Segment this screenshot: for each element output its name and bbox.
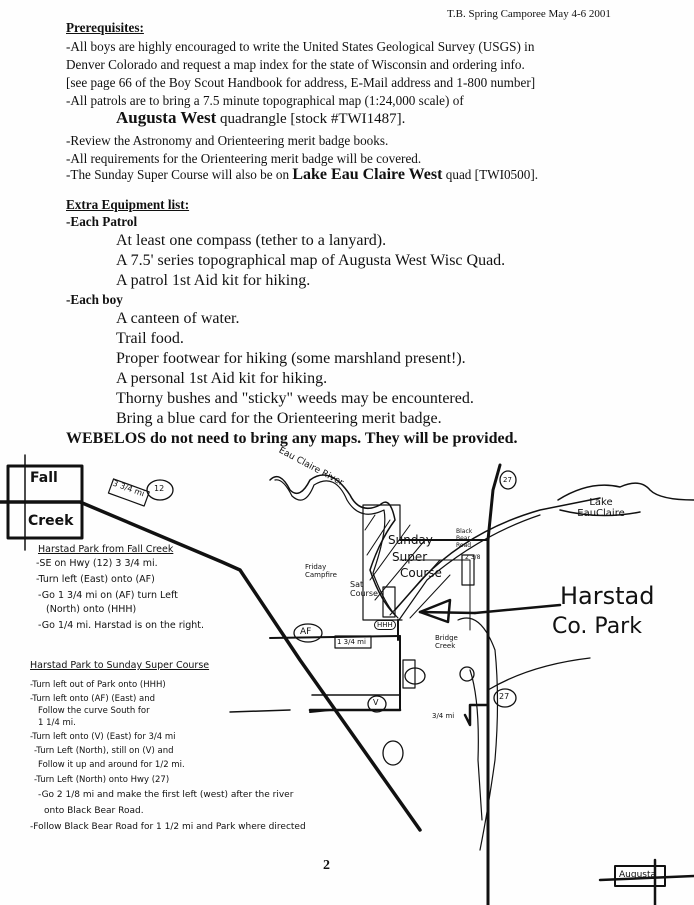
patrol-label: -Each Patrol bbox=[66, 214, 138, 229]
prereq-line: -All requirements for the Orienteering m… bbox=[66, 151, 422, 166]
directions2-step: -Turn left onto (V) (East) for 3/4 mi bbox=[30, 732, 176, 742]
header-title: T.B. Spring Camporee May 4-6 2001 bbox=[447, 8, 611, 20]
map-creek-label: Creek bbox=[28, 513, 74, 529]
directions1-step: (North) onto (HHH) bbox=[46, 604, 137, 615]
bridge-creek bbox=[457, 617, 499, 851]
directions1-step: -Go 1 3/4 mi on (AF) turn Left bbox=[38, 590, 178, 601]
map-27-distance: 2 3/8 bbox=[465, 554, 481, 561]
map-lake-label: Lake EauClaire bbox=[577, 497, 625, 519]
map-sat-course: Sat Course bbox=[350, 580, 378, 598]
map-hhh-label: HHH bbox=[374, 620, 396, 630]
sunday-pre: -The Sunday Super Course will also be on bbox=[66, 167, 293, 182]
hwy-12-shield bbox=[146, 479, 174, 501]
directions2-step: Follow the curve South for bbox=[38, 706, 150, 716]
map-af-distance: 1 3/4 mi bbox=[337, 638, 366, 646]
harstad-arrow bbox=[418, 610, 477, 615]
equipment-heading: Extra Equipment list: bbox=[66, 197, 190, 212]
map-fall-label: Fall bbox=[30, 470, 58, 486]
boy-item: Trail food. bbox=[116, 330, 184, 347]
patrol-item: A patrol 1st Aid kit for hiking. bbox=[116, 272, 311, 289]
boy-label: -Each boy bbox=[66, 292, 123, 307]
patrol-item: A 7.5' series topographical map of Augus… bbox=[116, 252, 506, 269]
sunday-quad: Lake Eau Claire West bbox=[292, 166, 443, 183]
map-harstad-label: Harstad bbox=[560, 582, 655, 610]
map-friday-campfire: Friday Campfire bbox=[305, 563, 337, 579]
map-copark-label: Co. Park bbox=[552, 614, 642, 639]
boy-item: A personal 1st Aid kit for hiking. bbox=[116, 370, 328, 387]
af-circle bbox=[293, 623, 323, 643]
map-hwy12-label: 12 bbox=[154, 484, 165, 493]
prereq-line: -All patrols are to bring a 7.5 minute t… bbox=[66, 93, 464, 108]
directions2-step: -Follow Black Bear Road for 1 1/2 mi and… bbox=[30, 822, 306, 832]
patrol-item: At least one compass (tether to a lanyar… bbox=[116, 232, 387, 249]
prereq-line: [see page 66 of the Boy Scout Handbook f… bbox=[66, 75, 536, 90]
boy-item: A canteen of water. bbox=[116, 310, 240, 327]
directions2-step: Follow it up and around for 1/2 mi. bbox=[38, 760, 185, 770]
map-course: Course bbox=[400, 566, 442, 580]
directions2-step: -Turn Left (North) onto Hwy (27) bbox=[34, 775, 170, 785]
prereq-line: Denver Colorado and request a map index … bbox=[66, 57, 525, 72]
directions2-step: -Go 2 1/8 mi and make the first left (we… bbox=[38, 790, 294, 800]
map-hwy27-label: 27 bbox=[499, 692, 510, 701]
prereq-line: -All boys are highly encouraged to write… bbox=[66, 39, 535, 54]
directions2-step: 1 1/4 mi. bbox=[38, 718, 76, 728]
webelos-note: WEBELOS do not need to bring any maps. T… bbox=[66, 430, 518, 447]
directions2-step: onto Black Bear Road. bbox=[44, 806, 144, 816]
directions2-title: Harstad Park to Sunday Super Course bbox=[30, 660, 210, 671]
map-super: Super bbox=[392, 550, 428, 564]
page-number: 2 bbox=[323, 858, 330, 873]
directions1-step: -Turn left (East) onto (AF) bbox=[36, 574, 155, 585]
map-v-label: V bbox=[373, 698, 379, 707]
sunday-post: quad [TWI0500]. bbox=[442, 167, 539, 182]
prerequisites-heading: Prerequisites: bbox=[66, 20, 144, 35]
directions1-step: -Go 1/4 mi. Harstad is on the right. bbox=[38, 620, 205, 631]
hwy-12-road bbox=[0, 500, 422, 832]
directions2-step: -Turn left out of Park onto (HHH) bbox=[30, 680, 166, 690]
directions1-title: Harstad Park from Fall Creek bbox=[38, 544, 174, 555]
directions2-step: -Turn left onto (AF) (East) and bbox=[30, 694, 156, 704]
sunday-line: -The Sunday Super Course will also be on… bbox=[66, 166, 538, 184]
quad-line: Augusta West quadrangle [stock #TWI1487]… bbox=[116, 108, 405, 128]
map-black-bear-road: Black Bear Road bbox=[456, 528, 473, 549]
quad-stock: quadrangle [stock #TWI1487]. bbox=[216, 111, 406, 127]
map-v-distance: 3/4 mi bbox=[432, 712, 455, 720]
map-augusta-label: Augusta bbox=[619, 870, 657, 880]
boy-item: Proper footwear for hiking (some marshla… bbox=[116, 350, 466, 367]
eau-claire-river bbox=[269, 474, 396, 616]
map-af-label: AF bbox=[300, 627, 312, 637]
prereq-line: -Review the Astronomy and Orienteering m… bbox=[66, 133, 389, 148]
map-bridge-creek: Bridge Creek bbox=[435, 634, 458, 650]
map-sunday: Sunday bbox=[388, 533, 433, 547]
directions1-step: -SE on Hwy (12) 3 3/4 mi. bbox=[36, 558, 158, 569]
quad-name: Augusta West bbox=[116, 108, 217, 127]
directions2-step: -Turn Left (North), still on (V) and bbox=[34, 746, 174, 756]
boy-item: Bring a blue card for the Orienteering m… bbox=[116, 410, 442, 427]
hwy-27-road bbox=[486, 463, 502, 905]
boy-item: Thorny bushes and "sticky" weeds may be … bbox=[116, 390, 474, 407]
map-hwy27-top: 27 bbox=[503, 476, 512, 484]
lake-outline bbox=[557, 482, 694, 517]
